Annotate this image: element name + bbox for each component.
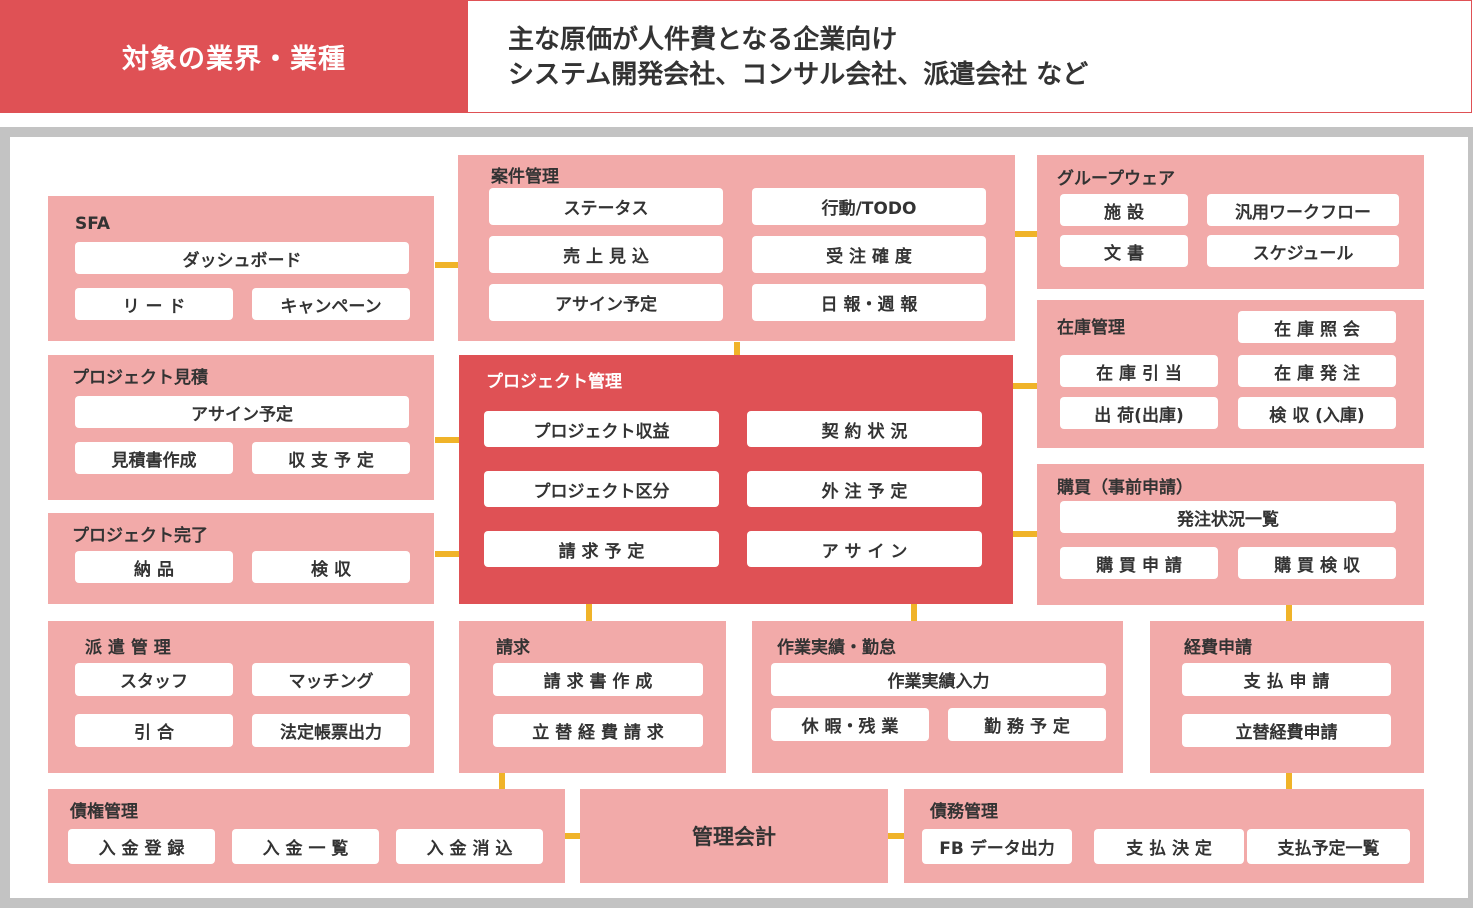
zaiko-item-inquiry[interactable]: 在 庫 照 会 bbox=[1238, 311, 1396, 343]
module-anken: 案件管理 ステータス 行動/TODO 売 上 見 込 受 注 確 度 アサイン予… bbox=[458, 155, 1015, 341]
target-industry-label-box: 対象の業界・業種 bbox=[0, 0, 468, 113]
anken-item-status[interactable]: ステータス bbox=[489, 188, 723, 225]
module-groupware: グループウェア 施 設 汎用ワークフロー 文 書 スケジュール bbox=[1037, 155, 1424, 289]
sfa-item-dashboard[interactable]: ダッシュボード bbox=[75, 242, 409, 274]
seikyu-item-expense-billing[interactable]: 立 替 経 費 請 求 bbox=[493, 714, 703, 747]
kanryo-item-inspection[interactable]: 検 収 bbox=[252, 551, 410, 583]
module-kanryo-title: プロジェクト完了 bbox=[72, 526, 208, 546]
module-haken-title: 派 遣 管 理 bbox=[85, 638, 171, 658]
zaiko-item-allocation[interactable]: 在 庫 引 当 bbox=[1060, 355, 1218, 387]
module-kobai-title: 購買（事前申請） bbox=[1057, 478, 1193, 498]
project-item-billing-plan[interactable]: 請 求 予 定 bbox=[484, 531, 719, 567]
module-mitsumori-title: プロジェクト見積 bbox=[72, 368, 208, 388]
sagyo-item-leave-overtime[interactable]: 休 暇・残 業 bbox=[771, 708, 929, 741]
connector-seikyu-saiken bbox=[499, 773, 505, 789]
haken-item-staff[interactable]: スタッフ bbox=[75, 663, 233, 696]
seikyu-item-invoice[interactable]: 請 求 書 作 成 bbox=[493, 663, 703, 696]
anken-item-reports[interactable]: 日 報・週 報 bbox=[752, 284, 986, 321]
module-keihi-title: 経費申請 bbox=[1184, 638, 1252, 658]
kobai-item-request[interactable]: 購 買 申 請 bbox=[1060, 547, 1218, 579]
module-haken: 派 遣 管 理 スタッフ マッチング 引 合 法定帳票出力 bbox=[48, 621, 434, 773]
kanryo-item-delivery[interactable]: 納 品 bbox=[75, 551, 233, 583]
mitsumori-item-budget[interactable]: 収 支 予 定 bbox=[252, 442, 410, 474]
connector-sfa-anken bbox=[435, 262, 459, 268]
keihi-item-payment-request[interactable]: 支 払 申 請 bbox=[1182, 663, 1391, 696]
kobai-item-inspection[interactable]: 購 買 検 収 bbox=[1238, 547, 1396, 579]
connector-project-seikyu bbox=[586, 604, 592, 621]
module-seikyu: 請求 請 求 書 作 成 立 替 経 費 請 求 bbox=[459, 621, 726, 773]
module-sagyo-title: 作業実績・勤怠 bbox=[777, 638, 896, 658]
zaiko-item-order[interactable]: 在 庫 発 注 bbox=[1238, 355, 1396, 387]
mitsumori-item-estimate[interactable]: 見積書作成 bbox=[75, 442, 233, 474]
module-project-title: プロジェクト管理 bbox=[486, 372, 622, 392]
groupware-item-schedule[interactable]: スケジュール bbox=[1207, 235, 1399, 267]
zaiko-item-receiving[interactable]: 検 収 (入庫) bbox=[1238, 397, 1396, 429]
saiken-item-payment-list[interactable]: 入 金 一 覧 bbox=[232, 829, 379, 864]
anken-item-probability[interactable]: 受 注 確 度 bbox=[752, 236, 986, 273]
connector-kanryo-project bbox=[435, 551, 459, 557]
target-industry-description-box: 主な原価が人件費となる企業向け システム開発会社、コンサル会社、派遣会社 など bbox=[468, 0, 1472, 113]
sfa-item-campaign[interactable]: キャンペーン bbox=[252, 288, 410, 320]
keihi-item-expense-request[interactable]: 立替経費申請 bbox=[1182, 714, 1391, 747]
anken-item-forecast[interactable]: 売 上 見 込 bbox=[489, 236, 723, 273]
connector-project-kobai bbox=[1013, 531, 1037, 537]
module-kanri-title: 管理会計 bbox=[692, 825, 776, 849]
module-anken-title: 案件管理 bbox=[491, 167, 559, 187]
module-groupware-title: グループウェア bbox=[1057, 169, 1175, 189]
module-kobai: 購買（事前申請） 発注状況一覧 購 買 申 請 購 買 検 収 bbox=[1037, 464, 1424, 605]
module-saimu: 債務管理 FB データ出力 支 払 決 定 支払予定一覧 bbox=[904, 789, 1424, 883]
project-item-assign[interactable]: ア サ イ ン bbox=[747, 531, 982, 567]
saimu-item-payment-decision[interactable]: 支 払 決 定 bbox=[1094, 829, 1244, 864]
module-saimu-title: 債務管理 bbox=[930, 802, 998, 822]
target-industry-line-1: 主な原価が人件費となる企業向け bbox=[508, 25, 898, 55]
module-kanryo: プロジェクト完了 納 品 検 収 bbox=[48, 513, 434, 604]
project-item-outsourcing[interactable]: 外 注 予 定 bbox=[747, 471, 982, 507]
module-sfa: SFA ダッシュボード リ ー ド キャンペーン bbox=[48, 196, 434, 341]
connector-anken-project bbox=[734, 342, 740, 355]
haken-item-legal-forms[interactable]: 法定帳票出力 bbox=[252, 714, 410, 747]
module-sagyo: 作業実績・勤怠 作業実績入力 休 暇・残 業 勤 務 予 定 bbox=[752, 621, 1123, 773]
haken-item-matching[interactable]: マッチング bbox=[252, 663, 410, 696]
project-item-contract[interactable]: 契 約 状 況 bbox=[747, 411, 982, 447]
zaiko-item-shipping[interactable]: 出 荷(出庫) bbox=[1060, 397, 1218, 429]
connector-mitsumori-project bbox=[435, 437, 459, 443]
module-saiken-title: 債権管理 bbox=[70, 802, 138, 822]
module-kanri[interactable]: 管理会計 bbox=[580, 789, 888, 883]
module-saiken: 債権管理 入 金 登 録 入 金 一 覧 入 金 消 込 bbox=[48, 789, 565, 883]
module-seikyu-title: 請求 bbox=[496, 638, 530, 658]
connector-keihi-saimu bbox=[1286, 773, 1292, 789]
connector-project-sagyo bbox=[911, 604, 917, 621]
module-zaiko: 在庫管理 在 庫 照 会 在 庫 引 当 在 庫 発 注 出 荷(出庫) 検 収… bbox=[1037, 300, 1424, 448]
kobai-item-order-status[interactable]: 発注状況一覧 bbox=[1060, 501, 1396, 533]
target-industry-label: 対象の業界・業種 bbox=[122, 44, 346, 75]
connector-anken-groupware bbox=[1015, 231, 1037, 237]
sfa-item-lead[interactable]: リ ー ド bbox=[75, 288, 233, 320]
groupware-item-document[interactable]: 文 書 bbox=[1060, 235, 1188, 267]
connector-kanri-saimu bbox=[888, 833, 905, 839]
module-keihi: 経費申請 支 払 申 請 立替経費申請 bbox=[1150, 621, 1424, 773]
target-industry-line-2: システム開発会社、コンサル会社、派遣会社 など bbox=[508, 60, 1089, 90]
sagyo-item-work-schedule[interactable]: 勤 務 予 定 bbox=[948, 708, 1106, 741]
connector-saiken-kanri bbox=[565, 833, 581, 839]
project-item-category[interactable]: プロジェクト区分 bbox=[484, 471, 719, 507]
connector-kobai-keihi bbox=[1286, 605, 1292, 621]
groupware-item-workflow[interactable]: 汎用ワークフロー bbox=[1207, 194, 1399, 226]
anken-item-assign-plan[interactable]: アサイン予定 bbox=[489, 284, 723, 321]
sagyo-item-work-entry[interactable]: 作業実績入力 bbox=[771, 663, 1106, 696]
saimu-item-payment-schedule[interactable]: 支払予定一覧 bbox=[1247, 829, 1410, 864]
project-item-profit[interactable]: プロジェクト収益 bbox=[484, 411, 719, 447]
module-zaiko-title: 在庫管理 bbox=[1057, 318, 1125, 338]
anken-item-todo[interactable]: 行動/TODO bbox=[752, 188, 986, 225]
saiken-item-reconcile[interactable]: 入 金 消 込 bbox=[396, 829, 543, 864]
module-sfa-title: SFA bbox=[75, 214, 111, 234]
groupware-item-facility[interactable]: 施 設 bbox=[1060, 194, 1188, 226]
mitsumori-item-assign-plan[interactable]: アサイン予定 bbox=[75, 396, 409, 428]
saimu-item-fb-data[interactable]: FB データ出力 bbox=[922, 829, 1072, 864]
saiken-item-payment-entry[interactable]: 入 金 登 録 bbox=[68, 829, 215, 864]
module-project: プロジェクト管理 プロジェクト収益 契 約 状 況 プロジェクト区分 外 注 予… bbox=[459, 355, 1013, 604]
haken-item-inquiry[interactable]: 引 合 bbox=[75, 714, 233, 747]
module-mitsumori: プロジェクト見積 アサイン予定 見積書作成 収 支 予 定 bbox=[48, 355, 434, 500]
connector-project-zaiko bbox=[1013, 383, 1037, 389]
